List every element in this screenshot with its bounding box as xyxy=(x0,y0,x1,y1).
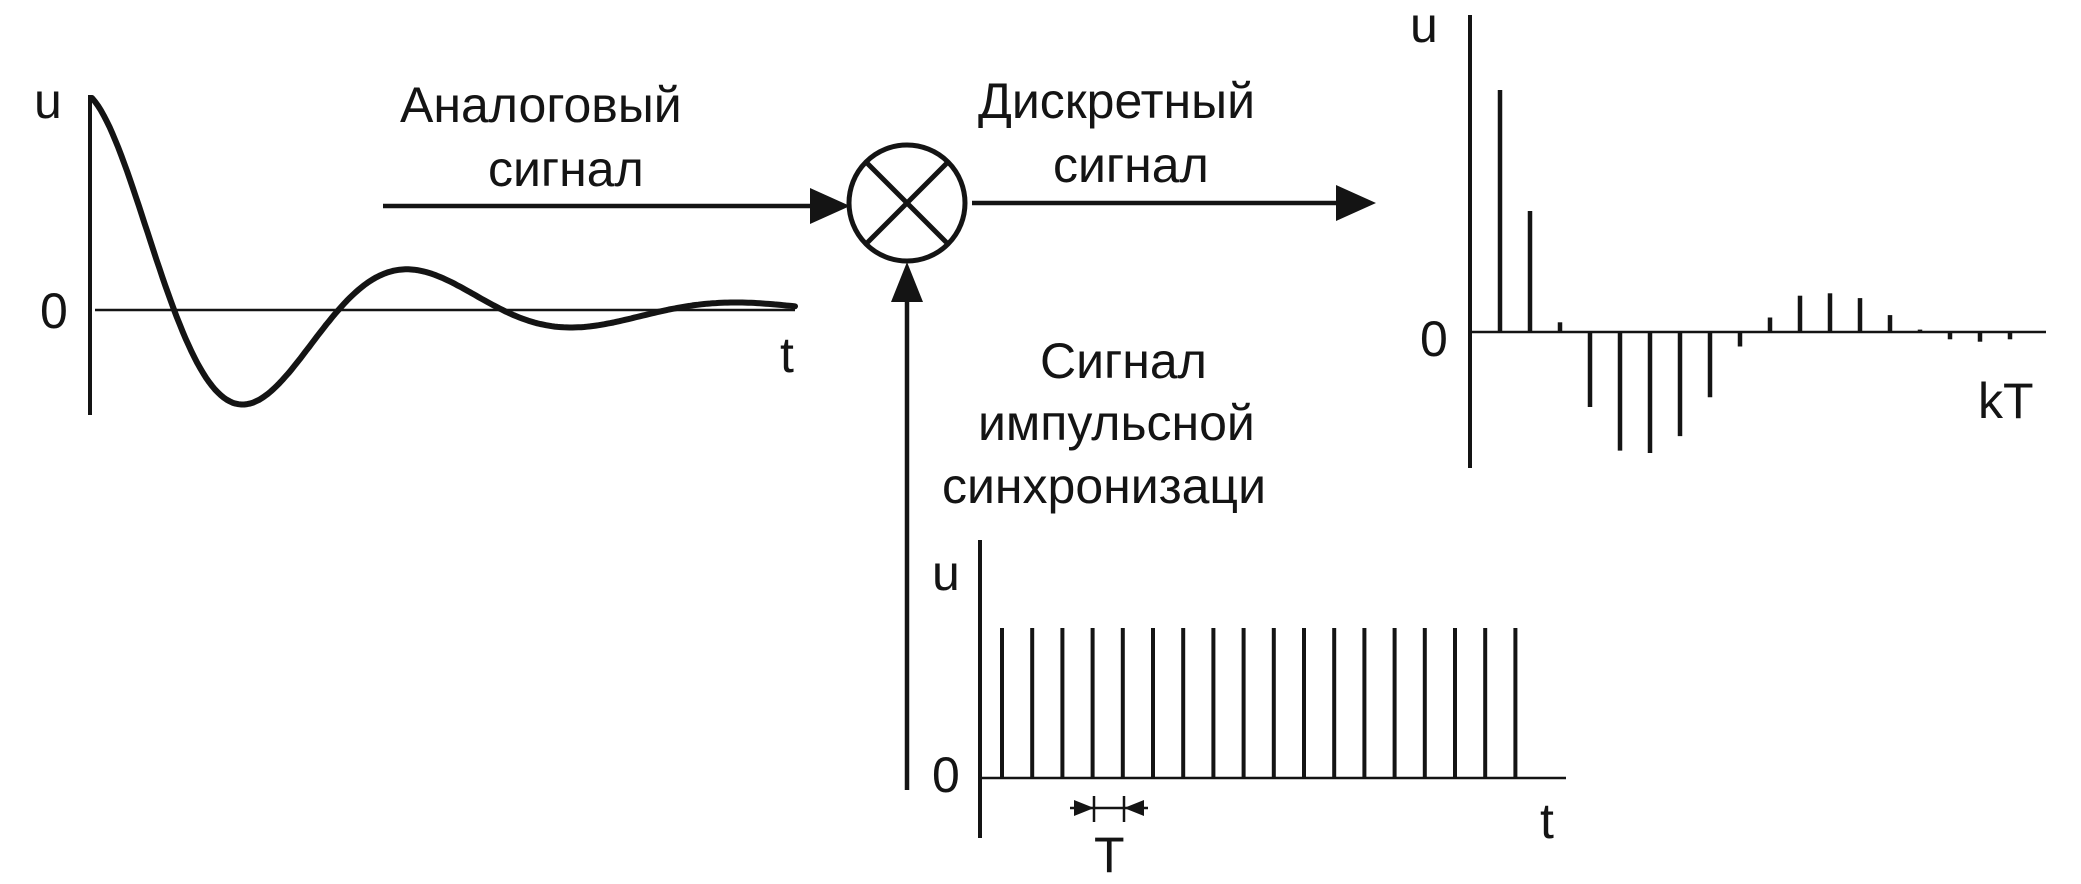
discrete-samples xyxy=(1497,90,2013,453)
discrete-signal-label: Дискретный сигнал xyxy=(978,73,1255,193)
period-marker xyxy=(1070,796,1148,822)
sync-label-line2: импульсной xyxy=(978,395,1255,451)
discrete-zero-label: 0 xyxy=(1420,311,1448,367)
pulse-zero-label: 0 xyxy=(932,747,960,803)
sync-input-arrow xyxy=(891,262,923,790)
pulse-y-axis-label: u xyxy=(932,545,960,601)
pulse-x-axis-label: t xyxy=(1540,793,1554,849)
analog-zero-label: 0 xyxy=(40,283,68,339)
sync-signal-label: Сигнал импульсной синхронизаци xyxy=(942,333,1266,514)
discrete-x-axis-label: kT xyxy=(1978,373,2034,429)
analog-signal-label: Аналоговый сигнал xyxy=(400,77,682,197)
pulse-train xyxy=(1000,628,1518,778)
pulse-sync-plot: u 0 t T xyxy=(932,540,1566,883)
discrete-output-arrow xyxy=(972,185,1376,221)
period-label: T xyxy=(1094,827,1125,883)
analog-input-arrow xyxy=(383,188,850,224)
discrete-label-line2: сигнал xyxy=(1053,137,1209,193)
discrete-y-axis-label: u xyxy=(1410,0,1438,53)
analog-y-axis-label: u xyxy=(34,73,62,129)
analog-signal-curve xyxy=(89,95,798,408)
discrete-label-line1: Дискретный xyxy=(978,73,1255,129)
sync-label-line3: синхронизаци xyxy=(942,458,1266,514)
analog-x-axis-label: t xyxy=(780,327,794,383)
sync-label-line1: Сигнал xyxy=(1040,333,1207,389)
sampler-multiplier-icon xyxy=(846,142,968,264)
analog-label-line2: сигнал xyxy=(488,141,644,197)
analog-label-line1: Аналоговый xyxy=(400,77,682,133)
analog-signal-plot: u 0 t xyxy=(34,73,798,415)
discrete-signal-plot: u 0 kT xyxy=(1410,0,2046,468)
